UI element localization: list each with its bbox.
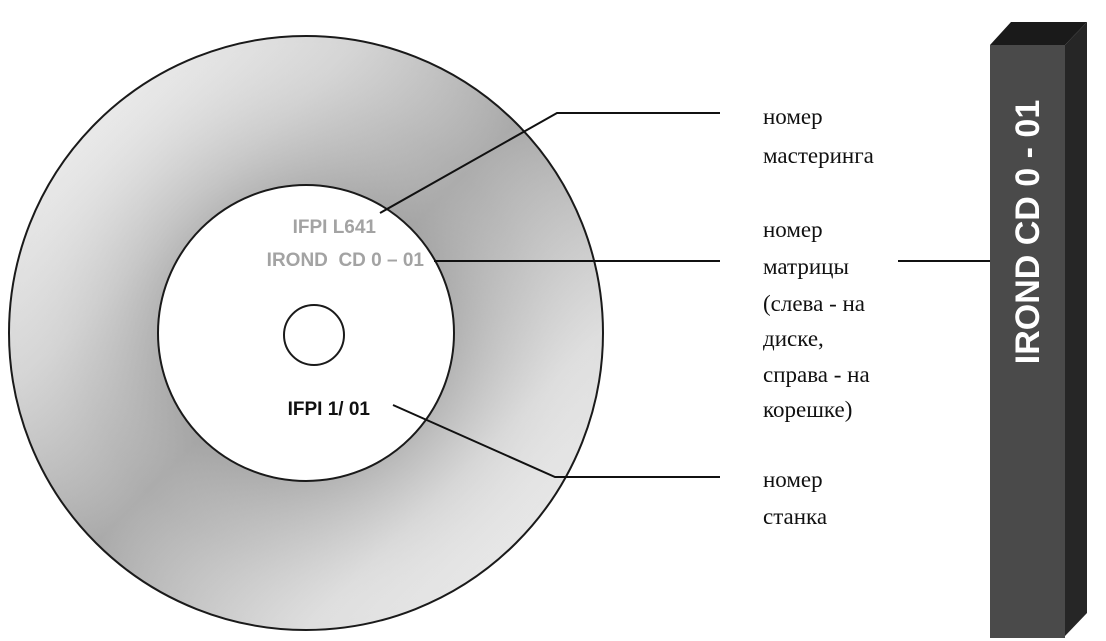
label-matrix-line-3: (слева - на <box>763 291 865 316</box>
label-matrix-line-6: корешке) <box>763 397 852 422</box>
matrix-code: IROND CD 0 – 01 <box>267 250 425 271</box>
label-press-line-2: станка <box>763 504 827 529</box>
cd-disc: IFPI L641 IROND CD 0 – 01 IFPI 1/ 01 <box>8 35 604 631</box>
spine-top-face <box>990 22 1087 45</box>
spine-label: IROND CD 0 - 01 <box>1009 100 1047 365</box>
label-press-line-1: номер <box>763 467 823 492</box>
label-mastering: номер мастеринга <box>763 104 874 168</box>
label-matrix: номер матрицы (слева - на диске, справа … <box>763 217 870 422</box>
leader-line-mastering <box>379 112 720 214</box>
spine-front-face <box>990 45 1065 638</box>
mastering-code: IFPI L641 <box>293 217 377 238</box>
press-code: IFPI 1/ 01 <box>288 399 371 420</box>
leader-line-press <box>392 404 720 478</box>
cd-spine: IROND CD 0 - 01 <box>990 22 1087 638</box>
label-matrix-line-4: диске, <box>763 326 824 351</box>
label-press: номер станка <box>763 467 827 529</box>
spine-side-face <box>1065 22 1087 636</box>
disc-center-hole <box>283 304 345 366</box>
leader-lines <box>379 112 1006 478</box>
label-mastering-line-2: мастеринга <box>763 143 874 168</box>
label-matrix-line-2: матрицы <box>763 254 849 279</box>
label-mastering-line-1: номер <box>763 104 823 129</box>
label-matrix-line-5: справа - на <box>763 362 870 387</box>
label-matrix-line-1: номер <box>763 217 823 242</box>
